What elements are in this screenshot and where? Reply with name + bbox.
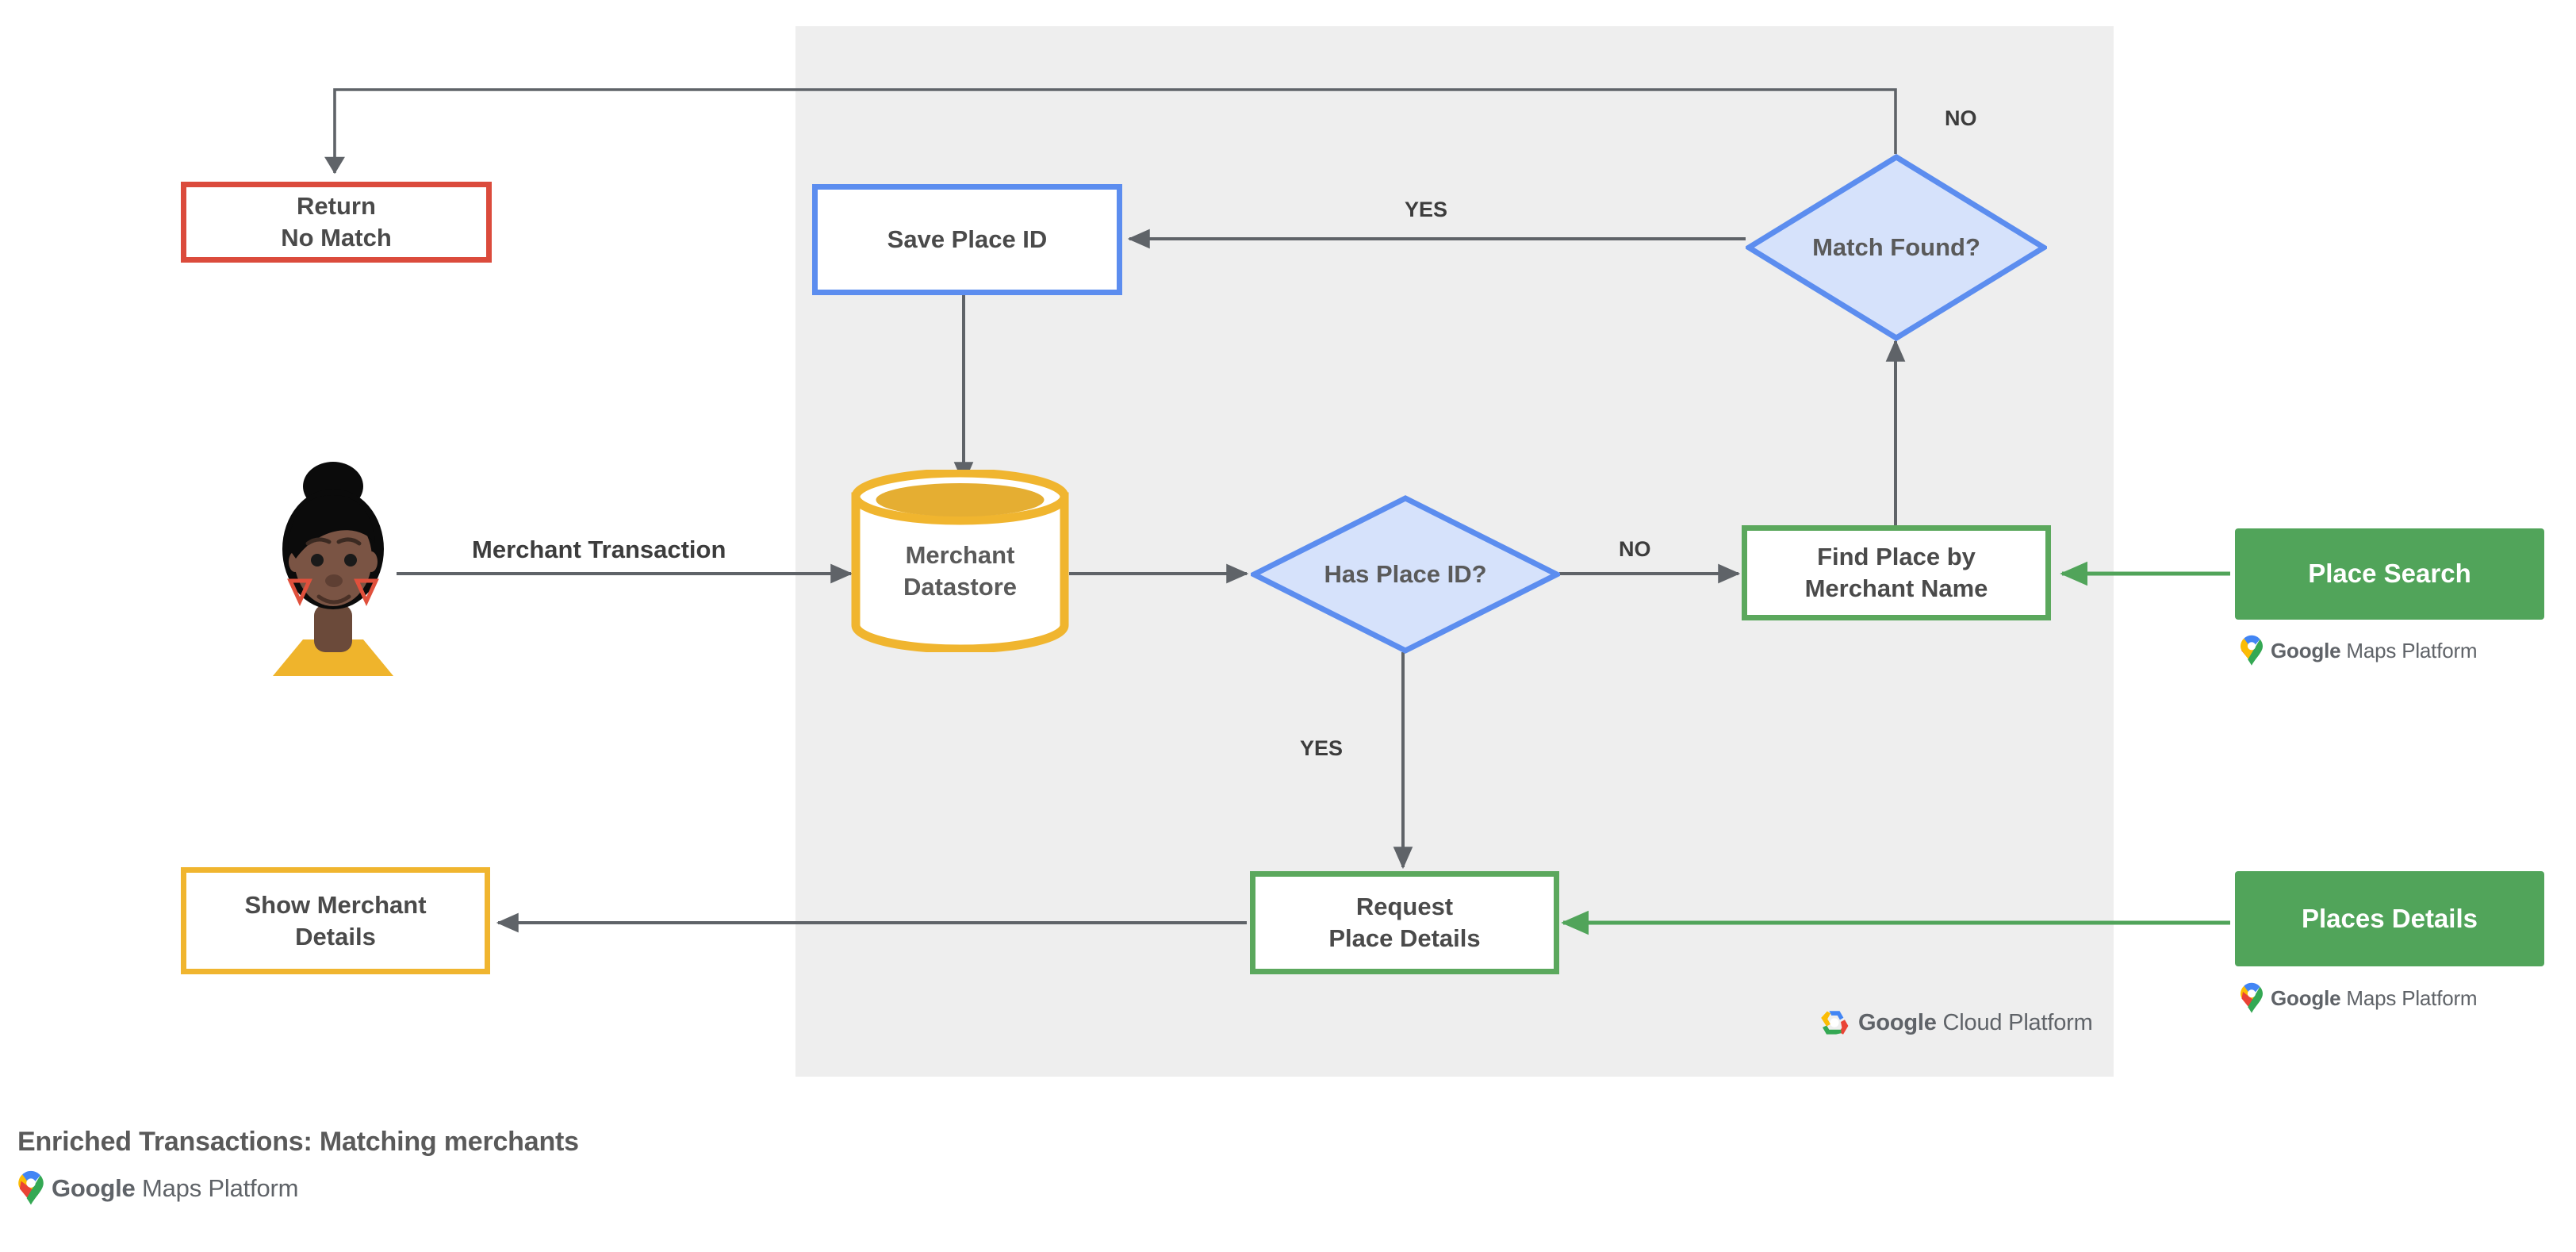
avatar-illustration xyxy=(273,462,393,676)
gcp-google-word: Google xyxy=(1858,1009,1937,1035)
node-merchant-datastore[interactable]: Merchant Datastore xyxy=(851,468,1069,654)
node-merchant-datastore-line2: Datastore xyxy=(903,573,1017,601)
edge-label-no-has-place-id: NO xyxy=(1619,537,1651,561)
match-found-diamond-shape xyxy=(1746,154,2047,341)
node-places-details-label: Places Details xyxy=(2302,903,2478,933)
cloud-platform-lockup: Google Cloud Platform xyxy=(1820,1009,2093,1036)
node-save-place-id[interactable]: Save Place ID xyxy=(812,184,1122,295)
node-match-found[interactable]: Match Found? xyxy=(1746,154,2047,341)
node-save-place-id-label: Save Place ID xyxy=(887,225,1048,254)
node-request-place-details-line2: Place Details xyxy=(1328,924,1481,952)
edge-label-no-match-found: NO xyxy=(1945,106,1977,130)
node-places-details[interactable]: Places Details xyxy=(2235,871,2544,966)
gmp-google-word-footer: Google xyxy=(52,1173,136,1202)
node-merchant-datastore-line1: Merchant xyxy=(905,541,1015,570)
maps-platform-lockup-place-search: Google Maps Platform xyxy=(2240,635,2478,666)
edge-label-yes-has-place-id: YES xyxy=(1300,736,1344,760)
google-maps-pin-icon xyxy=(2241,635,2263,666)
gmp-product-word-1: Maps Platform xyxy=(2346,638,2478,662)
gmp-product-word-footer: Maps Platform xyxy=(142,1173,299,1202)
edge-label-merchant-transaction: Merchant Transaction xyxy=(472,536,726,563)
gmp-google-word-1: Google xyxy=(2271,638,2341,662)
maps-platform-lockup-places-details: Google Maps Platform xyxy=(2240,982,2478,1014)
node-place-search-label: Place Search xyxy=(2308,559,2471,589)
google-maps-pin-icon xyxy=(2241,982,2263,1013)
node-show-merchant-details[interactable]: Show Merchant Details xyxy=(181,867,490,974)
has-place-id-diamond-shape xyxy=(1251,495,1560,654)
edge-label-yes-match-found: YES xyxy=(1405,198,1448,221)
gmp-google-word-2: Google xyxy=(2271,985,2341,1010)
merchant-customer-avatar xyxy=(262,460,404,682)
node-return-no-match[interactable]: Return No Match xyxy=(181,182,492,263)
node-request-place-details-line1: Request xyxy=(1355,893,1454,921)
google-cloud-hex-icon xyxy=(1821,1011,1849,1035)
maps-platform-lockup-footer: Google Maps Platform xyxy=(17,1170,298,1206)
node-find-place-line2: Merchant Name xyxy=(1804,574,1988,602)
node-return-no-match-line1: Return xyxy=(297,192,376,221)
node-has-place-id[interactable]: Has Place ID? xyxy=(1251,495,1560,654)
page-title: Enriched Transactions: Matching merchant… xyxy=(17,1127,579,1157)
node-return-no-match-line2: No Match xyxy=(281,224,392,252)
datastore-cylinder-shape xyxy=(851,468,1069,654)
node-show-merchant-details-line2: Details xyxy=(295,922,376,951)
node-find-place-line1: Find Place by xyxy=(1817,543,1976,571)
node-show-merchant-details-line1: Show Merchant xyxy=(244,890,427,919)
node-place-search[interactable]: Place Search xyxy=(2235,528,2544,620)
gcp-product-word: Cloud Platform xyxy=(1942,1009,2093,1035)
google-maps-pin-icon xyxy=(18,1170,44,1205)
gmp-product-word-2: Maps Platform xyxy=(2346,985,2478,1010)
node-request-place-details[interactable]: Request Place Details xyxy=(1250,871,1559,974)
node-find-place-by-merchant-name[interactable]: Find Place by Merchant Name xyxy=(1742,525,2051,620)
